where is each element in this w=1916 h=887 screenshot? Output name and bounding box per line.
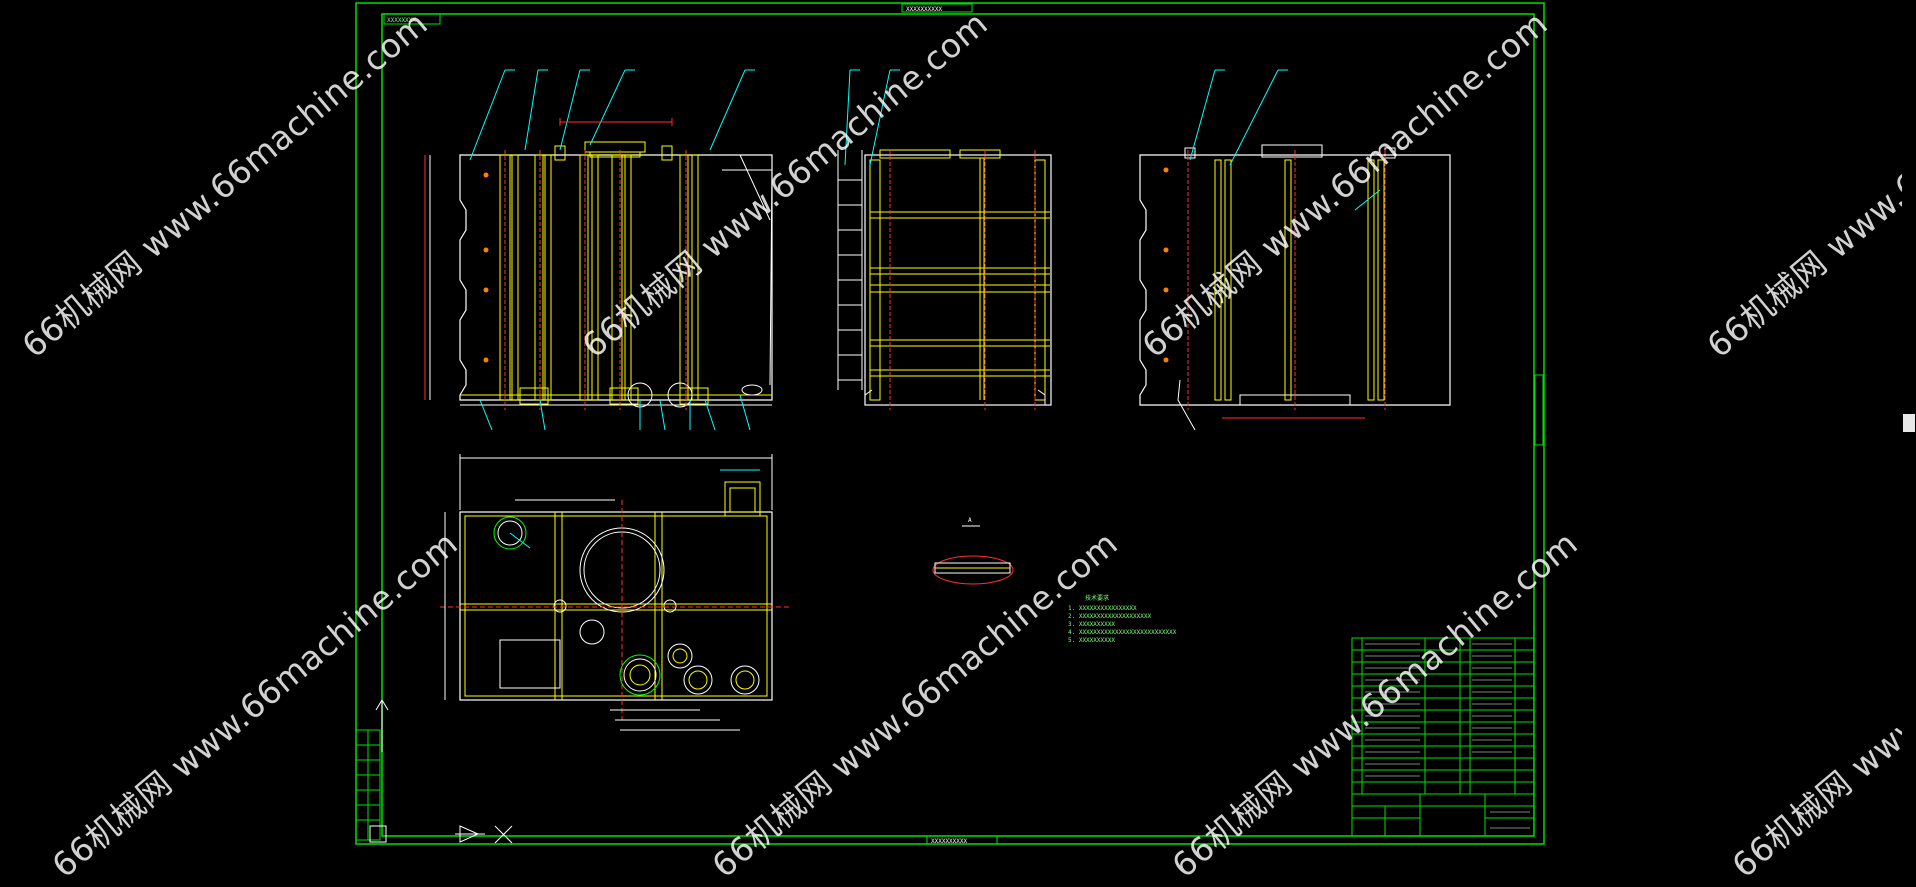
- tech-req-line-4: 4. XXXXXXXXXXXXXXXXXXXXXXXXXXX: [1068, 629, 1177, 636]
- top-view: [440, 454, 790, 731]
- corner-code: XXXXXXXX: [387, 17, 416, 24]
- front-view: [424, 69, 773, 431]
- tech-req-line-5: 5. XXXXXXXXXX: [1068, 637, 1115, 644]
- technical-requirements: 技术要求 1. XXXXXXXXXXXXXXXX 2. XXXXXXXXXXXX…: [1068, 594, 1177, 644]
- cad-drawing[interactable]: XXXXXXXX XXXXXXXXXX XXXXXXXXXX: [0, 0, 1916, 847]
- side-view: [837, 69, 1052, 410]
- scrollbar-thumb[interactable]: [1903, 414, 1915, 432]
- tech-req-line-2: 2. XXXXXXXXXXXXXXXXXXXX: [1068, 613, 1151, 620]
- title-block: [1351, 637, 1535, 837]
- section-mark: A: [968, 517, 972, 524]
- vertical-scrollbar[interactable]: [1902, 0, 1916, 847]
- bottom-code: XXXXXXXXXX: [931, 838, 968, 845]
- tech-req-title: 技术要求: [1085, 594, 1109, 602]
- top-code: XXXXXXXXXX: [906, 6, 943, 13]
- tech-req-line-3: 3. XXXXXXXXXX: [1068, 621, 1115, 628]
- section-detail: A: [932, 517, 1014, 585]
- right-view: [1139, 69, 1451, 431]
- tech-req-line-1: 1. XXXXXXXXXXXXXXXX: [1068, 605, 1137, 612]
- sheet-frame: XXXXXXXX XXXXXXXXXX XXXXXXXXXX: [355, 2, 1545, 845]
